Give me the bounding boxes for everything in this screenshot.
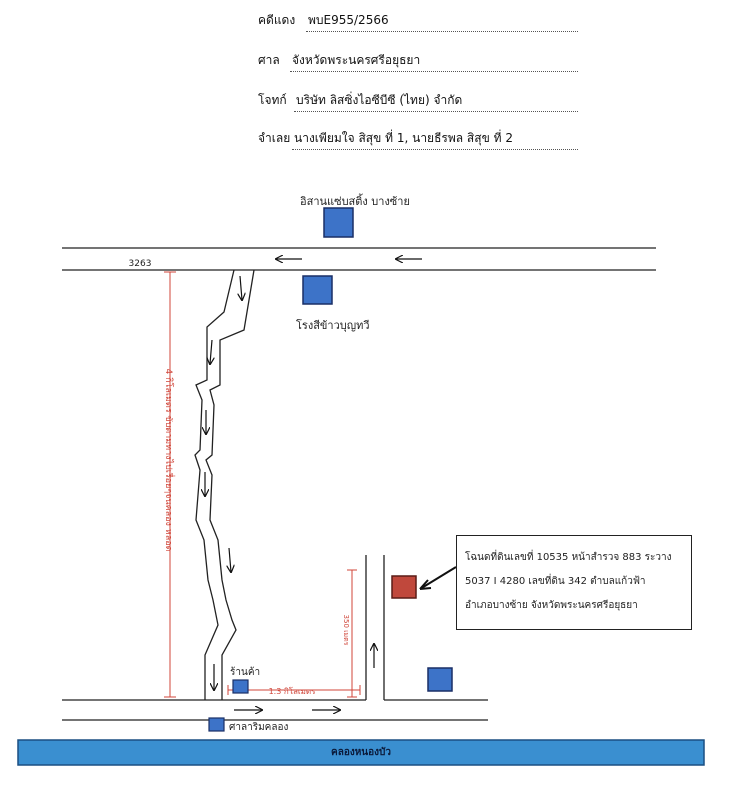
court-label: ศาล [258, 53, 280, 67]
winding-road-left-edge [194, 269, 235, 700]
plaintiff-label: โจทก์ [258, 93, 287, 107]
shop-marker-icon [232, 679, 249, 694]
arrow-down-icon [229, 547, 231, 572]
header-plaintiff: โจทก์ บริษัท ลิสซิ่งไอซีบีซี (ไทย) จำกัด [258, 90, 578, 114]
court-value: จังหวัดพระนครศรีอยุธยา [292, 53, 421, 67]
distance-short-label: 350 เมตร [342, 615, 350, 646]
deed-line: 5037 I 4280 เลขที่ดิน 342 ตำบลแก้วฟ้า [465, 576, 646, 587]
canal-label: คลองหนองบัว [331, 747, 391, 758]
plaintiff-value: บริษัท ลิสซิ่งไอซีบีซี (ไทย) จำกัด [296, 93, 463, 107]
distance-horizontal-label: 1.3 กิโลเมตร [269, 686, 317, 696]
winding-road-right-edge [205, 269, 255, 700]
shop-label: ร้านค้า [230, 667, 261, 678]
defendant-label: จำเลย [258, 131, 291, 145]
arrow-down-icon [210, 339, 212, 364]
header-defendant: จำเลย นางเพียมใจ สิสุข ที่ 1, นายธีรพล ส… [258, 128, 578, 152]
property-marker-icon [391, 575, 417, 599]
deed-line: อำเภอบางซ้าย จังหวัดพระนครศรีอยุธยา [465, 600, 638, 611]
shrine-marker-icon [208, 717, 225, 732]
canal-shape [17, 739, 705, 766]
defendant-value: นางเพียมใจ สิสุข ที่ 1, นายธีรพล สิสุข ท… [294, 131, 513, 145]
case-value: พบE955/2566 [308, 13, 389, 27]
header-case: คดีแดง พบE955/2566 [258, 10, 578, 34]
arrow-down-icon [240, 275, 242, 300]
header-court: ศาล จังหวัดพระนครศรีอยุธยา [258, 50, 578, 74]
rice-mill-label: โรงสีข้าวบุญทวี [296, 319, 370, 332]
shrine-label: ศาลาริมคลอง [229, 722, 289, 733]
deed-line: โฉนดที่ดินเลขที่ 10535 หน้าสำรวจ 883 ระว… [465, 552, 672, 563]
pointer-arrow-icon [419, 566, 457, 590]
road-number-label: 3263 [129, 259, 152, 269]
dotted-line [290, 71, 578, 72]
building-marker-icon [427, 667, 453, 692]
title-deed-box: โฉนดที่ดินเลขที่ 10535 หน้าสำรวจ 883 ระว… [456, 535, 692, 630]
landmark-marker-icon [323, 207, 354, 238]
dotted-line [292, 149, 578, 150]
dotted-line [306, 31, 578, 32]
rice-mill-marker-icon [302, 275, 333, 305]
distance-vertical-label: 4 กิโลเมตร ขับตามทางไปเรื่อยๆจนคลอง หลอด [163, 369, 176, 552]
dotted-line [294, 111, 578, 112]
landmark-top-label: อิสานแซ่บสติ้ง บางซ้าย [300, 195, 410, 208]
case-label: คดีแดง [258, 13, 296, 27]
